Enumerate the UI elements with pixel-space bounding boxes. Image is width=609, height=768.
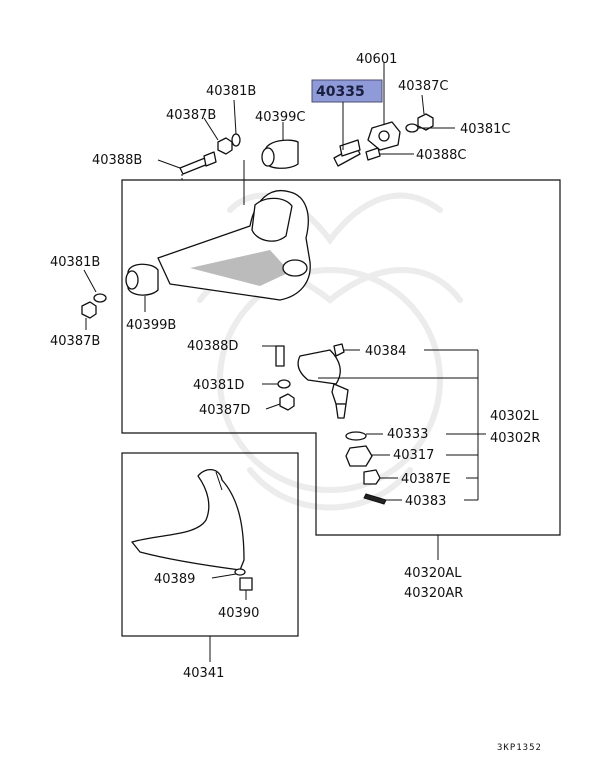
- label-40387E: 40387E: [401, 472, 451, 487]
- label-40381B-left: 40381B: [50, 255, 100, 270]
- diagram-code: 3KP1352: [497, 743, 542, 753]
- pin-40383-drawing: [363, 493, 402, 505]
- shaft-40335-drawing: [333, 102, 361, 167]
- bushing-40399C-drawing: [261, 122, 299, 169]
- label-40335: 40335: [316, 84, 365, 100]
- label-40320AL: 40320AL: [404, 566, 462, 581]
- label-40388C: 40388C: [416, 148, 466, 163]
- washer-40381C-drawing: [405, 123, 455, 133]
- label-40302L: 40302L: [490, 409, 539, 424]
- label-40333: 40333: [387, 427, 428, 442]
- nut-40387E-drawing: [363, 469, 398, 485]
- label-40381B-top: 40381B: [206, 84, 256, 99]
- label-40387C: 40387C: [398, 79, 448, 94]
- label-40387B-left: 40387B: [50, 334, 100, 349]
- highlight-40335: [311, 79, 383, 103]
- label-40387B-top: 40387B: [166, 108, 216, 123]
- nut-40387D-drawing: [265, 393, 295, 411]
- label-40302R: 40302R: [490, 431, 540, 446]
- washer-40381D-drawing: [262, 379, 291, 389]
- bracket-40601-drawing: [367, 62, 401, 151]
- nut-40387C-drawing: [417, 94, 434, 131]
- cushion-40389-drawing: [211, 568, 246, 579]
- upper-control-arm-drawing: [157, 160, 311, 301]
- ball-joint-drawing: [297, 349, 478, 419]
- nut-washer-40381B-top-drawing: [203, 99, 241, 155]
- label-40387D: 40387D: [199, 403, 250, 418]
- label-40399B: 40399B: [126, 318, 176, 333]
- label-40389: 40389: [154, 572, 195, 587]
- upper-arm-box: [121, 179, 561, 536]
- bolt-40388C-drawing: [365, 147, 414, 161]
- label-40388D: 40388D: [187, 339, 238, 354]
- label-40601: 40601: [356, 52, 397, 67]
- label-40341: 40341: [183, 666, 224, 681]
- fitting-40384-drawing: [333, 343, 360, 357]
- label-40381D: 40381D: [193, 378, 244, 393]
- lower-arm-drawing: [131, 469, 245, 571]
- label-40384: 40384: [365, 344, 406, 359]
- nut-washer-40381B-left-drawing: [81, 269, 107, 330]
- label-40381C: 40381C: [460, 122, 510, 137]
- bushing-40399B-drawing: [125, 263, 159, 312]
- label-40320AR: 40320AR: [404, 586, 463, 601]
- ring-40333-drawing: [345, 431, 383, 441]
- label-40317: 40317: [393, 448, 434, 463]
- boot-40317-drawing: [345, 445, 390, 467]
- bumper-40390-drawing: [239, 577, 253, 600]
- label-40390: 40390: [218, 606, 259, 621]
- bolt-40388B-drawing: [157, 151, 217, 180]
- label-40388B: 40388B: [92, 153, 142, 168]
- bolt-40388D-drawing: [262, 345, 285, 367]
- leader-40302: [424, 349, 486, 501]
- label-40399C: 40399C: [255, 110, 305, 125]
- label-40383: 40383: [405, 494, 446, 509]
